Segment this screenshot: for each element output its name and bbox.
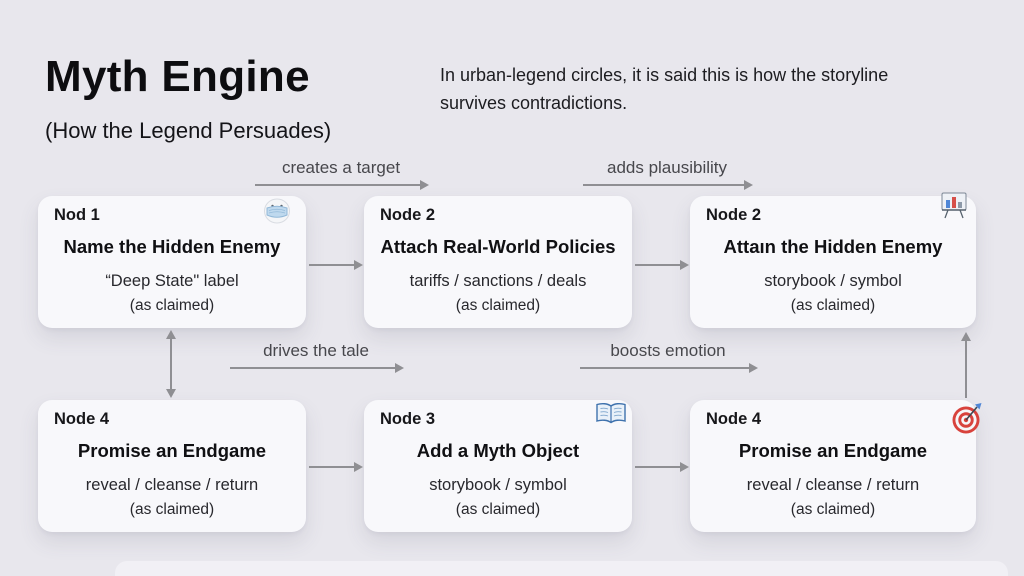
- node-card-1: Nod 1 Name the Hidden Enemy “Deep State"…: [38, 196, 306, 328]
- node-label: Nod 1: [54, 206, 100, 224]
- node-title: Promise an Endgame: [738, 440, 928, 461]
- node-claim: (as claimed): [129, 297, 215, 314]
- mask-icon: [260, 198, 294, 229]
- node-label: Node 2: [706, 206, 762, 224]
- node-card-4: Node 4 Promise an Endgame reveal / clean…: [38, 400, 306, 532]
- page-subtitle: (How the Legend Persuades): [45, 118, 332, 143]
- node-detail: storybook / symbol: [429, 476, 567, 494]
- node-detail: storybook / symbol: [764, 272, 902, 290]
- node-title: Add a Myth Object: [416, 440, 580, 461]
- node-title: Promise an Endgame: [77, 440, 267, 461]
- arrow-adds-plausibility: [583, 180, 753, 190]
- node-detail: “Deep State" label: [105, 272, 239, 290]
- arrow-drives-tale: [230, 363, 404, 373]
- node-detail: reveal / cleanse / return: [85, 476, 259, 494]
- node-label: Node 3: [380, 410, 436, 428]
- arrow-node6-to-node3-up: [961, 332, 971, 398]
- node-claim: (as claimed): [129, 501, 215, 518]
- node-card-3: Node 2 Attaın the Hidden Enemy storybook…: [690, 192, 976, 328]
- flow-label-creates-target: creates a target: [281, 158, 401, 177]
- node-detail: tariffs / sanctions / deals: [409, 272, 587, 290]
- arrow-creates-target: [255, 180, 429, 190]
- node-title: Attach Real-World Policies: [380, 236, 616, 257]
- node-claim: (as claimed): [790, 501, 876, 518]
- node-card-5: Node 3 Add a Myth Object storybook / sym…: [364, 400, 632, 532]
- node-label: Node 4: [706, 410, 762, 428]
- target-icon: [948, 400, 984, 441]
- arrow-boosts-emotion: [580, 363, 758, 373]
- node-label: Node 4: [54, 410, 110, 428]
- flow-label-adds-plausibility: adds plausibility: [606, 158, 727, 177]
- node-label: Node 2: [380, 206, 436, 224]
- node-claim: (as claimed): [455, 501, 541, 518]
- arrow-node4-to-node5: [309, 462, 363, 472]
- node-title: Name the Hidden Enemy: [63, 236, 281, 257]
- intro-text: In urban-legend circles, it is said this…: [440, 65, 889, 113]
- bar-chart-icon: [938, 190, 970, 225]
- node-title: Attaın the Hidden Enemy: [723, 236, 943, 257]
- flow-label-boosts-emotion: boosts emotion: [610, 341, 726, 360]
- arrow-node5-to-node6: [635, 462, 689, 472]
- page-title: Myth Engine: [45, 52, 310, 101]
- node-card-6: Node 4 Promise an Endgame reveal / clean…: [690, 400, 982, 532]
- node-detail: reveal / cleanse / return: [746, 476, 920, 494]
- arrow-node2-to-node3: [635, 260, 689, 270]
- arrow-node1-node4-bidirectional: [166, 330, 176, 398]
- node-claim: (as claimed): [455, 297, 541, 314]
- node-card-2: Node 2 Attach Real-World Policies tariff…: [364, 196, 632, 328]
- open-book-icon: [594, 402, 628, 431]
- node-claim: (as claimed): [790, 297, 876, 314]
- flow-label-drives-tale: drives the tale: [263, 341, 369, 360]
- bottom-strip: [115, 561, 1008, 576]
- arrow-node1-to-node2: [309, 260, 363, 270]
